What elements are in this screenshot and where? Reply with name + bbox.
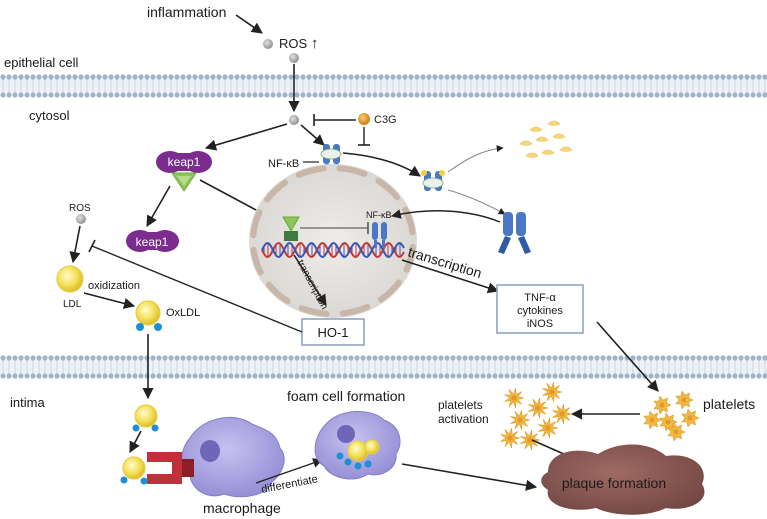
ros-top-label: ROS (279, 36, 308, 51)
nfkb-complex-right (421, 170, 445, 191)
cytokines-label: cytokines (517, 305, 563, 317)
oxldl-particle (135, 300, 162, 331)
c3g-molecule (358, 113, 370, 125)
nfkb-cytosol-label: NF-κB (268, 158, 299, 170)
oxldl-bound (120, 456, 148, 485)
ros-particle (289, 53, 299, 63)
epithelial-cell-label: epithelial cell (4, 55, 79, 70)
foam-cell-nucleus (337, 425, 355, 443)
ros-particle (289, 115, 299, 125)
nfkb-nucleus-label: NF-κB (366, 210, 392, 220)
macrophage-nucleus (200, 440, 220, 462)
tnf-to-platelets-arrow (596, 321, 659, 392)
ldl-to-oxldl-arrow (83, 292, 136, 309)
ros-to-ldl-arrow (69, 225, 81, 264)
intima-membrane (0, 355, 767, 379)
macrophage-label: macrophage (203, 500, 281, 516)
ho1-inhibit-bar (88, 239, 96, 253)
to-receptor-arrow (447, 189, 506, 215)
nfkb-import-arrow (391, 209, 501, 223)
intima-label: intima (10, 395, 45, 410)
oxldl-to-receptor-arrow (129, 430, 142, 453)
nfkb-nucleus (372, 222, 387, 248)
epithelial-membrane (0, 74, 767, 98)
plaque-label: plaque formation (562, 475, 666, 491)
ho1-label: HO-1 (317, 325, 348, 340)
nucleus: NF-κB transcription (249, 164, 417, 318)
ros-to-nfkb-arrow (300, 124, 325, 146)
cytosol-label: cytosol (29, 108, 70, 123)
nfkb-release-arrow (342, 152, 421, 177)
keap1-top-label: keap1 (168, 155, 201, 169)
platelet-group (643, 390, 700, 442)
tnf-box (496, 284, 584, 334)
platelets-activation-label-2: activation (438, 412, 489, 426)
transcription-right-label: transcription (406, 244, 484, 282)
differentiate-arrow (255, 458, 323, 484)
platelets-activation-label-1: platelets (438, 398, 483, 412)
activated-platelet-group (500, 381, 573, 451)
ros-to-keap1-arrow (204, 123, 288, 151)
receptor-protein-right (498, 212, 531, 254)
c3g-label: C3G (374, 114, 397, 126)
plaque (541, 444, 705, 515)
ros-up-arrow: ↑ (311, 35, 319, 52)
scavenger-receptor (147, 452, 194, 484)
keap1-release-arrow (146, 185, 171, 227)
oxldl-intima (132, 404, 159, 432)
inflammation-label: inflammation (147, 4, 226, 20)
nuclear-envelope (250, 165, 416, 317)
cytokine-cluster (519, 120, 573, 158)
foam-cell-lipids (336, 439, 380, 470)
transcription-to-tnf-arrow (401, 259, 500, 294)
to-cytokine-arrow (447, 145, 504, 173)
transcription-to-ho1-arrow (293, 254, 327, 306)
ldl-label: LDL (63, 299, 82, 310)
dna-helix (261, 242, 405, 258)
inos-label: iNOS (527, 318, 553, 330)
foam-to-plaque-arrow (401, 463, 538, 491)
oxidization-label: oxidization (88, 280, 140, 292)
ldl-particle (56, 265, 84, 293)
inflammation-arrow (235, 14, 263, 34)
ros-particle (263, 39, 273, 49)
nrf2-triangle (282, 216, 300, 233)
oxldl-label: OxLDL (166, 307, 200, 319)
keap1-top: keap1 (156, 151, 212, 192)
foam-cell-label: foam cell formation (287, 388, 405, 404)
keap1-bottom: keap1 (126, 230, 179, 252)
ho1-inhibit-line (91, 245, 303, 333)
ros-particle-left (76, 214, 86, 224)
ros-left-label: ROS (69, 203, 91, 214)
keap1-bottom-label: keap1 (136, 235, 169, 249)
nrf2-body (284, 231, 298, 241)
tnf-label: TNF-α (524, 292, 556, 304)
platelets-label: platelets (703, 396, 755, 412)
